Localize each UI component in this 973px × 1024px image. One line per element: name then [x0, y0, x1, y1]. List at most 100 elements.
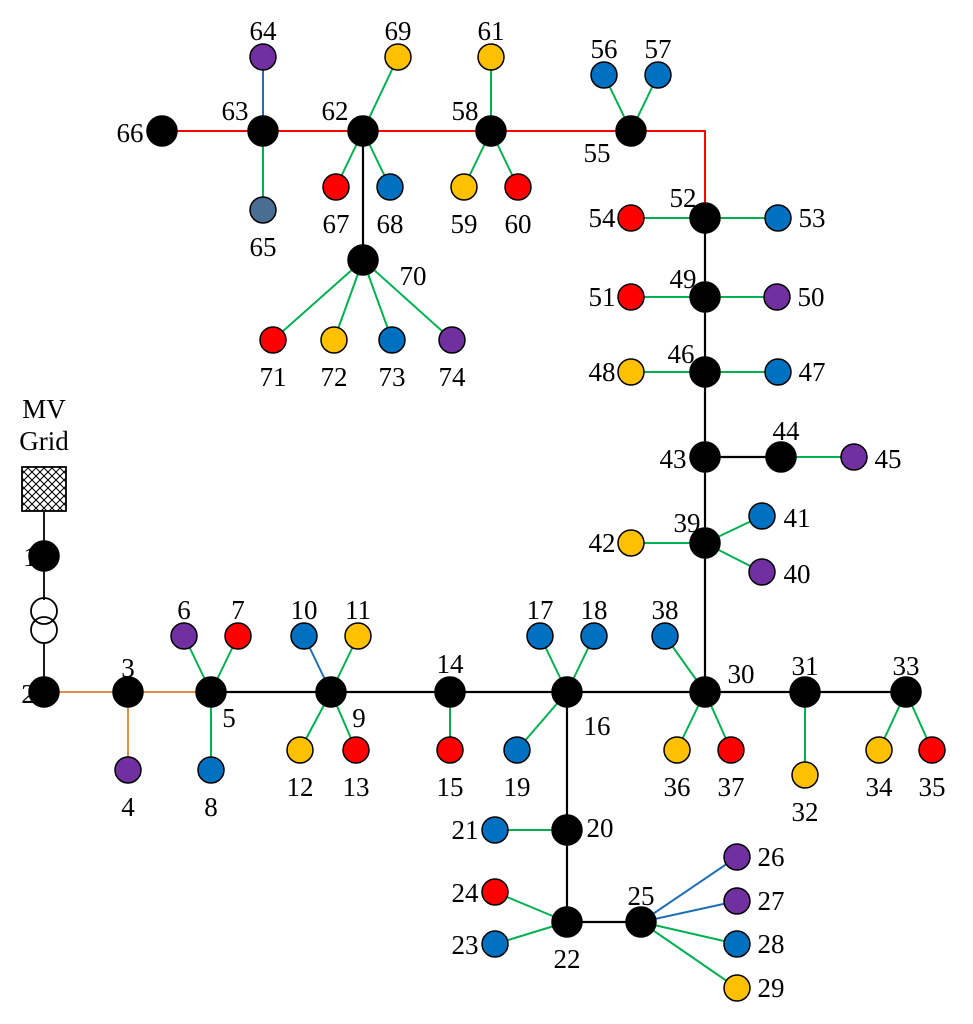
load-node-35: [918, 736, 946, 764]
load-node-56: [590, 61, 618, 89]
grid-label-line1: MV: [22, 394, 66, 424]
node-label-53: 53: [799, 203, 826, 233]
node-label-19: 19: [504, 772, 531, 802]
line-52-55: [631, 130, 706, 218]
node-label-20: 20: [587, 813, 614, 843]
node-label-17: 17: [527, 595, 554, 625]
node-label-10: 10: [291, 595, 318, 625]
node-label-55: 55: [584, 138, 611, 168]
load-node-71: [259, 326, 287, 354]
bus-node-55: [615, 115, 647, 147]
load-node-29: [723, 974, 751, 1002]
bus-node-14: [434, 676, 466, 708]
node-label-45: 45: [875, 444, 902, 474]
load-node-21: [481, 816, 509, 844]
load-node-10: [290, 622, 318, 650]
node-label-50: 50: [798, 282, 825, 312]
load-node-65: [249, 196, 277, 224]
load-node-53: [764, 204, 792, 232]
bus-node-52: [689, 202, 721, 234]
node-label-2: 2: [21, 679, 35, 709]
node-label-5: 5: [222, 703, 236, 733]
node-label-63: 63: [222, 96, 249, 126]
load-node-64: [249, 43, 277, 71]
node-label-60: 60: [505, 209, 532, 239]
load-node-51: [617, 283, 645, 311]
node-label-3: 3: [121, 653, 135, 683]
bus-node-9: [315, 676, 347, 708]
node-label-66: 66: [117, 118, 144, 148]
load-node-67: [322, 173, 350, 201]
bus-node-63: [247, 115, 279, 147]
network-nodes: [28, 43, 946, 1002]
bus-node-43: [689, 441, 721, 473]
load-node-4: [114, 756, 142, 784]
node-label-29: 29: [758, 973, 785, 1003]
node-label-64: 64: [250, 16, 278, 46]
node-label-56: 56: [591, 34, 618, 64]
node-label-7: 7: [231, 595, 245, 625]
line-25-27: [640, 900, 738, 923]
load-node-7: [224, 622, 252, 650]
node-label-48: 48: [589, 357, 616, 387]
load-node-59: [450, 173, 478, 201]
load-node-61: [477, 43, 505, 71]
load-node-26: [723, 843, 751, 871]
load-node-57: [644, 61, 672, 89]
load-node-73: [378, 326, 406, 354]
line-25-28: [640, 921, 738, 945]
node-label-33: 33: [893, 651, 920, 681]
node-label-34: 34: [866, 772, 894, 802]
node-label-61: 61: [478, 16, 505, 46]
load-node-11: [344, 622, 372, 650]
node-label-42: 42: [589, 528, 616, 558]
node-label-23: 23: [452, 930, 479, 960]
node-label-70: 70: [400, 261, 427, 291]
load-node-50: [763, 283, 791, 311]
load-node-12: [286, 736, 314, 764]
bus-node-46: [689, 356, 721, 388]
node-label-32: 32: [792, 797, 819, 827]
bus-node-33: [890, 676, 922, 708]
load-node-72: [320, 326, 348, 354]
load-node-74: [438, 326, 466, 354]
load-node-19: [503, 736, 531, 764]
node-label-24: 24: [452, 878, 480, 908]
node-label-8: 8: [204, 792, 218, 822]
node-label-43: 43: [660, 444, 687, 474]
load-node-41: [748, 502, 776, 530]
node-label-11: 11: [345, 595, 371, 625]
node-label-39: 39: [674, 508, 701, 538]
node-label-18: 18: [581, 595, 608, 625]
bus-node-5: [195, 676, 227, 708]
load-node-27: [723, 887, 751, 915]
bus-node-22: [551, 906, 583, 938]
load-node-69: [384, 43, 412, 71]
load-node-8: [197, 756, 225, 784]
bus-node-62: [347, 115, 379, 147]
mv-grid-symbol: MV Grid: [19, 394, 69, 556]
line-70-71: [272, 259, 364, 341]
node-label-22: 22: [554, 944, 581, 974]
node-label-46: 46: [668, 339, 695, 369]
node-label-47: 47: [799, 357, 826, 387]
load-node-47: [764, 358, 792, 386]
load-node-17: [526, 622, 554, 650]
node-label-31: 31: [792, 651, 819, 681]
transformer-symbol: [30, 556, 58, 692]
node-label-25: 25: [628, 881, 655, 911]
load-node-24: [481, 878, 509, 906]
grid-label-line2: Grid: [19, 426, 69, 456]
node-label-59: 59: [451, 209, 478, 239]
bus-node-44: [765, 441, 797, 473]
bus-node-49: [689, 281, 721, 313]
node-label-15: 15: [437, 772, 464, 802]
node-label-52: 52: [670, 183, 697, 213]
node-label-27: 27: [758, 886, 785, 916]
load-node-60: [504, 173, 532, 201]
load-node-36: [663, 736, 691, 764]
load-node-32: [791, 761, 819, 789]
bus-node-3: [112, 676, 144, 708]
